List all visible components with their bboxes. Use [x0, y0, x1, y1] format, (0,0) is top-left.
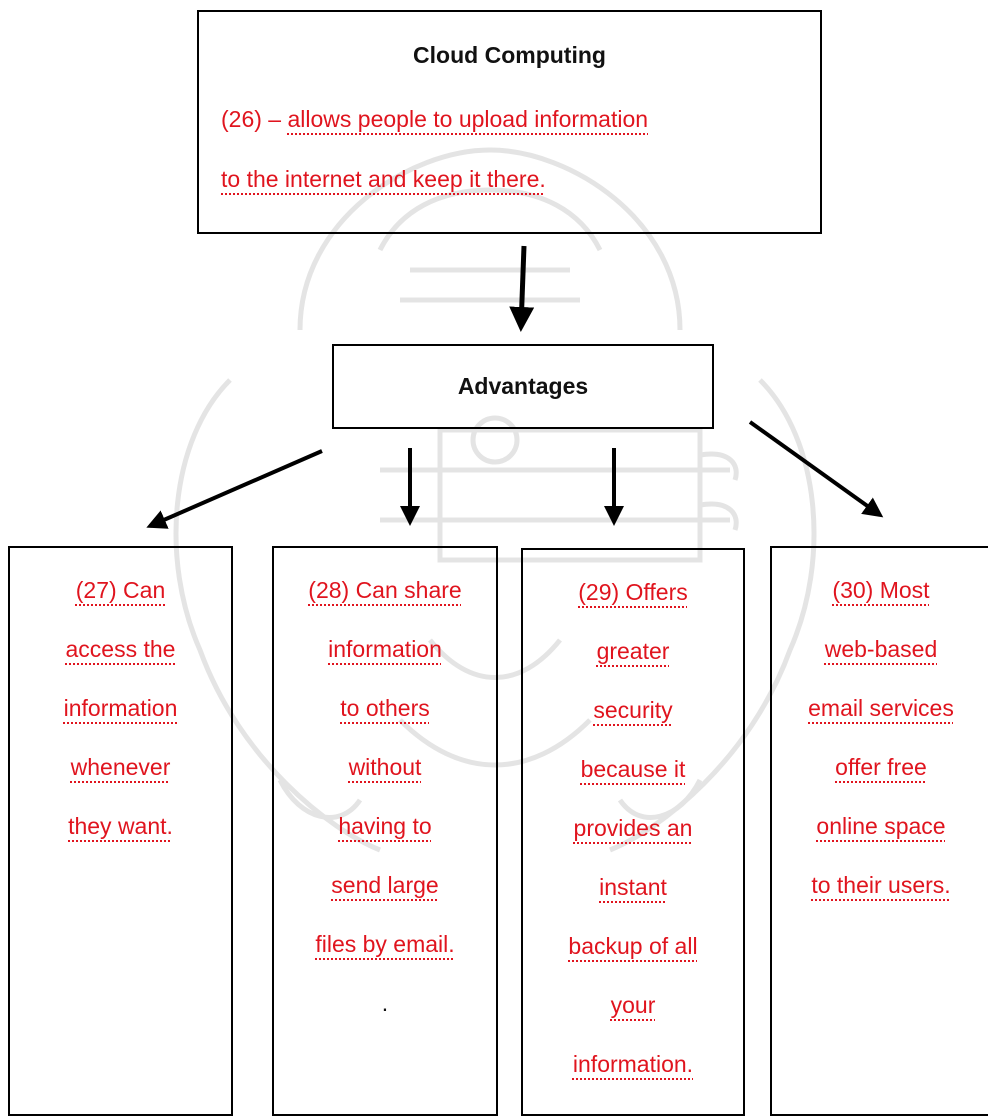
advantage-line: access the: [65, 636, 176, 662]
advantage-box-27: (27) Can access the information whenever…: [8, 546, 233, 1116]
arrow-to-item-27: [146, 449, 323, 529]
advantage-line: offer free: [835, 754, 927, 780]
advantage-line: backup of all: [568, 933, 698, 959]
advantage-text-30: (30) Most web-based email services offer…: [772, 561, 988, 915]
root-title: Cloud Computing: [413, 42, 606, 68]
advantage-text-27: (27) Can access the information whenever…: [10, 561, 231, 856]
advantages-title: Advantages: [457, 373, 589, 399]
advantages-box: Advantages: [332, 344, 714, 429]
root-definition-line-2: to the internet and keep it there.: [221, 166, 546, 193]
advantage-line: provides an: [573, 815, 693, 841]
advantage-line: information.: [572, 1051, 694, 1077]
advantage-line: send large: [331, 872, 439, 898]
advantage-line: information: [63, 695, 178, 721]
advantage-line: (29) Offers: [578, 579, 688, 605]
advantage-line: to their users.: [811, 872, 951, 898]
advantage-line: web-based: [824, 636, 938, 662]
advantage-line: they want.: [68, 813, 173, 839]
advantage-line: security: [593, 697, 673, 723]
advantage-line: files by email.: [315, 931, 455, 957]
root-answer-line-2: to the internet and keep it there.: [221, 166, 546, 192]
advantage-line: (27) Can: [75, 577, 166, 603]
root-box: Cloud Computing (26) – allows people to …: [197, 10, 822, 234]
advantage-line: online space: [816, 813, 946, 839]
advantage-line: without: [348, 754, 422, 780]
root-number: (26) –: [221, 106, 282, 132]
advantage-line: (28) Can share: [308, 577, 462, 603]
stray-period: .: [381, 990, 389, 1016]
advantage-line: greater: [596, 638, 670, 664]
advantage-box-29: (29) Offers greater security because it …: [521, 548, 745, 1116]
advantage-text-29: (29) Offers greater security because it …: [523, 563, 743, 1094]
advantage-text-28: (28) Can share information to others wit…: [274, 561, 496, 1033]
arrow-to-item-30: [748, 420, 884, 518]
advantage-box-28: (28) Can share information to others wit…: [272, 546, 498, 1116]
advantage-line: whenever: [70, 754, 171, 780]
advantage-line: information: [328, 636, 442, 662]
advantage-line: your: [610, 992, 656, 1018]
root-definition-line-1: (26) – allows people to upload informati…: [221, 106, 648, 133]
advantage-line: having to: [338, 813, 432, 839]
advantage-line: because it: [580, 756, 686, 782]
advantage-line: to others: [340, 695, 430, 721]
advantage-line: email services: [808, 695, 954, 721]
arrow-root-to-advantages: [509, 245, 535, 332]
root-answer-line-1: allows people to upload information: [287, 106, 649, 132]
advantage-line: instant: [599, 874, 667, 900]
advantage-line: (30) Most: [832, 577, 930, 603]
advantage-box-30: (30) Most web-based email services offer…: [770, 546, 988, 1116]
